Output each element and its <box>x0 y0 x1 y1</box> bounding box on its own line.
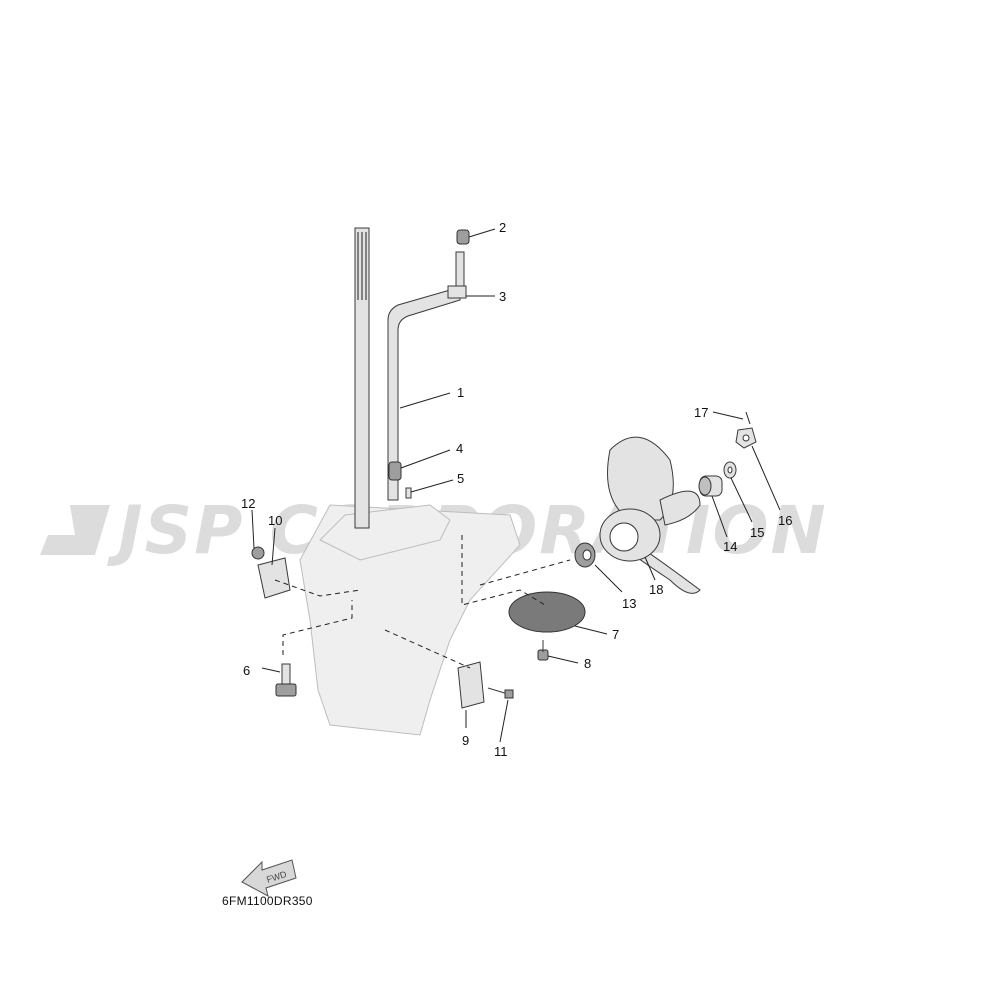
part-3-bracket <box>447 285 467 299</box>
callout-5: 5 <box>457 471 464 486</box>
part-15-washer <box>723 461 737 479</box>
callout-1: 1 <box>457 385 464 400</box>
callout-4: 4 <box>456 441 463 456</box>
part-13-thrust-washer <box>574 542 596 568</box>
alignment-lines <box>274 535 571 669</box>
callout-14: 14 <box>723 539 737 554</box>
leader-lines <box>251 228 781 743</box>
part-16-nut <box>735 427 757 449</box>
callout-8: 8 <box>584 656 591 671</box>
drive-shaft <box>354 227 370 529</box>
part-11-bolt <box>487 687 514 699</box>
part-4-grommet <box>388 461 402 481</box>
callout-15: 15 <box>750 525 764 540</box>
callout-17: 17 <box>694 405 708 420</box>
callout-12: 12 <box>241 496 255 511</box>
callout-11: 11 <box>494 744 508 759</box>
part-8-bolt <box>537 640 549 661</box>
callout-13: 13 <box>622 596 636 611</box>
fwd-arrow-icon: FWD <box>241 859 297 897</box>
callout-2: 2 <box>499 220 506 235</box>
callout-6: 6 <box>243 663 250 678</box>
drawing-code: 6FM1100DR350 <box>222 894 313 908</box>
part-2-bushing <box>456 229 470 245</box>
part-5-pin <box>405 487 412 499</box>
part-17-cotter-pin <box>745 411 751 425</box>
part-6-bolt <box>275 663 297 697</box>
callout-3: 3 <box>499 289 506 304</box>
callouts: 1 2 3 4 5 6 7 8 9 10 11 12 13 14 15 16 1… <box>241 220 792 759</box>
callout-16: 16 <box>778 513 792 528</box>
callout-9: 9 <box>462 733 469 748</box>
callout-7: 7 <box>612 627 619 642</box>
part-9-anode <box>457 661 485 709</box>
part-7-trim-tab <box>508 591 586 633</box>
callout-10: 10 <box>268 513 282 528</box>
part-18-propeller <box>599 436 701 594</box>
part-10-anode <box>251 546 291 599</box>
lower-casing <box>299 504 521 736</box>
callout-18: 18 <box>649 582 663 597</box>
part-14-spacer <box>698 475 723 497</box>
